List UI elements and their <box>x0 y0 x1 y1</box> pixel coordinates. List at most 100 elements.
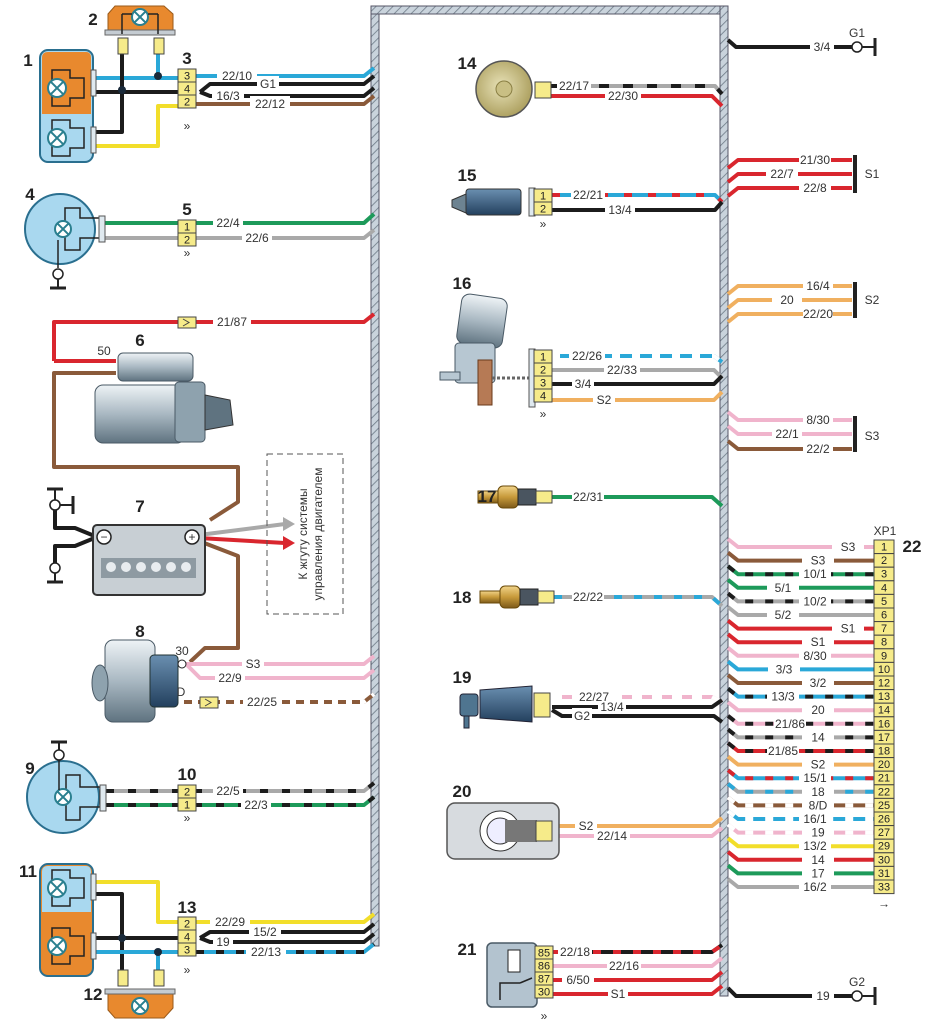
wire-19 <box>199 932 376 944</box>
wire-label: 3/4 <box>575 377 592 391</box>
wiper-shaft <box>439 371 461 381</box>
pump-nozzle <box>463 715 470 729</box>
xp1-pin-number: 29 <box>878 841 890 853</box>
wire-label: S2 <box>811 758 826 772</box>
wire-label-bg <box>767 607 799 621</box>
wire-starter-brown <box>52 371 240 522</box>
xp1-pin: 12 <box>873 675 895 691</box>
wire-label: 13/4 <box>600 700 624 714</box>
wire-label-bg <box>213 314 251 328</box>
marker-terminal <box>117 37 129 55</box>
ground-icon <box>50 268 66 290</box>
terminal <box>90 873 97 901</box>
wire-label-bg <box>803 306 833 320</box>
wire-22-22-stripe <box>554 595 724 608</box>
lamp-cross <box>49 130 65 146</box>
wire-label: 17 <box>811 866 825 880</box>
xp1-pin: 16 <box>873 716 895 731</box>
sensor-connector <box>537 590 555 604</box>
wire-label: 8/30 <box>806 413 830 427</box>
starter <box>94 352 234 444</box>
xp1-wire-31 <box>726 863 874 876</box>
component-number: 16 <box>453 274 472 293</box>
terminal-d-label: D <box>177 685 186 699</box>
connector-pin <box>533 201 553 216</box>
xp1-wire-10 <box>726 659 874 672</box>
wire-22-21-stripe <box>552 193 724 204</box>
starter-motor <box>94 384 186 444</box>
wire-lowbeam-yellow <box>96 104 180 148</box>
wire-3-4 <box>552 374 724 386</box>
low-beam-lamp-icon <box>47 128 67 148</box>
pin-number: 2 <box>184 787 190 799</box>
wire-label-bg <box>242 230 272 244</box>
wire-label: 21/87 <box>217 315 247 329</box>
relay <box>486 942 538 1008</box>
terminal <box>99 784 107 812</box>
wire-s1-1 <box>726 172 852 184</box>
pump-connector <box>533 692 551 718</box>
marker-lamp-base <box>104 988 176 995</box>
splice-s3-label: S3 <box>865 429 880 443</box>
connector-5: 12 <box>177 219 197 247</box>
connector-pin <box>533 388 553 403</box>
xp1-pin-number: 7 <box>881 623 887 635</box>
battery-cell-cap <box>106 562 116 572</box>
lamp-cross <box>49 80 65 96</box>
xp1-wire-13-stripe <box>726 687 874 699</box>
wire-label: 16/2 <box>803 880 827 894</box>
battery-positive-terminal <box>184 529 200 545</box>
wire-battery-alternator <box>188 539 240 664</box>
sensor-body <box>519 588 539 606</box>
wire-label: S3 <box>246 657 261 671</box>
ground-ring <box>53 749 65 761</box>
xp1-pin: 8 <box>873 634 895 650</box>
wire-label: 15/2 <box>253 925 277 939</box>
sensor-hex <box>497 485 519 509</box>
xp1-pin: 20 <box>873 757 895 772</box>
xp1-pin: 31 <box>873 865 895 881</box>
wire-s3-1 <box>726 424 852 436</box>
wire-label: 22/7 <box>770 167 794 181</box>
wire-label: 10/2 <box>803 594 827 608</box>
wire-highbeam-yellow <box>96 880 180 924</box>
plug-arrow-icon <box>204 698 212 707</box>
wire-s3 <box>186 654 376 666</box>
xp1-pin: 13 <box>873 689 895 704</box>
wire-label-bg <box>572 489 604 503</box>
wire-3-4-g1 <box>726 38 812 49</box>
wire-to-ecu-red <box>198 536 286 545</box>
wire-label: 22/9 <box>218 671 242 685</box>
wire-label-bg <box>213 934 233 948</box>
wire-label-bg <box>571 187 605 201</box>
wire-label-bg <box>772 292 802 306</box>
ground-g1-icon <box>851 38 877 56</box>
wire-battery-ground <box>53 535 98 565</box>
wire-label: 19 <box>811 826 825 840</box>
lamp-cross <box>133 10 147 24</box>
component-number: 19 <box>453 668 472 687</box>
washer-pump <box>459 685 551 729</box>
component-number: 1 <box>23 51 32 70</box>
lamp-socket <box>51 869 85 907</box>
pin-number: 86 <box>538 961 550 973</box>
wire-label: 22/26 <box>572 349 602 363</box>
ground-ring <box>851 990 863 1002</box>
xp1-pin-cell <box>873 879 895 895</box>
wire-label-bg <box>575 818 597 832</box>
wire-15-2 <box>198 922 376 940</box>
wire-label-bg <box>215 670 245 684</box>
component-number: 5 <box>182 200 191 219</box>
pump-inlet <box>459 693 479 717</box>
connector-10: 21 <box>177 784 197 812</box>
arrow-icon <box>283 517 295 531</box>
wire-label-bg <box>217 68 257 82</box>
xp1-pin: 14 <box>873 702 895 718</box>
wire-label-bg <box>832 620 864 635</box>
pin-number: 30 <box>538 987 550 999</box>
wire-label-bg <box>572 708 592 722</box>
wire-label-bg <box>242 656 264 670</box>
connector-15: 12 <box>533 188 553 216</box>
battery-minus-sign: − <box>100 530 107 544</box>
